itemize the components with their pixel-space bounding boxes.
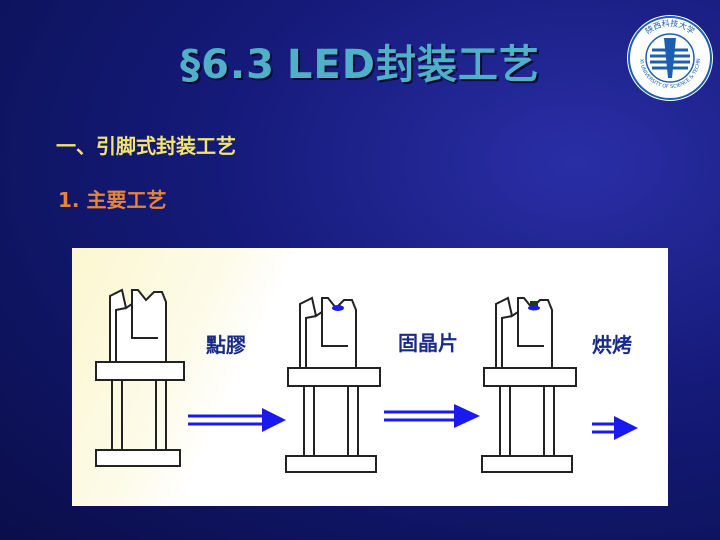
title-text: LED封装工艺 [286,42,540,88]
process-diagram: 點膠 固晶片 [95,288,638,473]
lead-frame-1 [95,288,185,467]
step-label-glue: 點膠 [206,333,246,357]
process-diagram-panel: 點膠 固晶片 [72,248,668,506]
glue-dot [332,305,344,311]
title-section-number: §6.3 [180,42,275,88]
subsection-heading: 1. 主要工艺 [58,188,167,212]
arrow-2 [384,404,480,428]
led-chip [530,301,538,307]
section-heading: 一、引脚式封装工艺 [56,134,236,158]
arrow-3 [592,416,638,440]
lead-frame-2 [285,296,381,473]
lead-frame-3 [481,296,577,473]
step-label-bake: 烘烤 [592,333,632,357]
arrow-1 [188,408,286,432]
glue-under-chip [528,305,540,311]
university-logo: 陕西科技大学 SHAANXI UNIVERSITY OF SCIENCE & T… [626,14,713,101]
step-label-die-attach: 固晶片 [398,331,458,355]
